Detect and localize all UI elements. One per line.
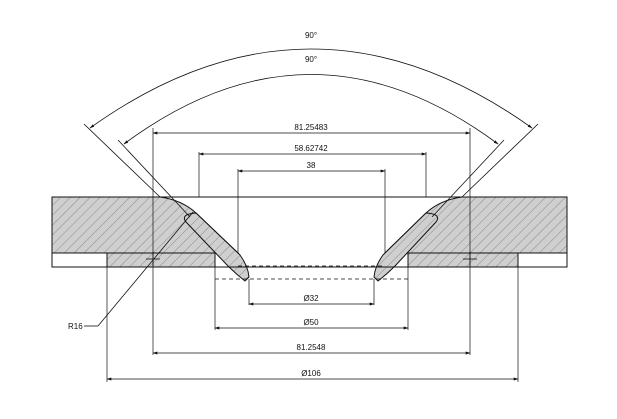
plate-lower-strip-right [517, 252, 568, 268]
label-81-25483: 81.25483 [294, 123, 328, 132]
chamfer-tooth-left [183, 212, 250, 282]
label-81-2548: 81.2548 [297, 343, 326, 352]
label-angle-inner: 90° [305, 55, 317, 64]
angle-dimensions [83, 48, 539, 218]
angle-arc-outer [89, 48, 533, 129]
label-d50: Ø50 [303, 318, 319, 327]
label-r16: R16 [68, 322, 83, 331]
chamfer-tooth-right [373, 212, 439, 282]
plate-lower-hatch-right [407, 252, 519, 268]
radius-leader [84, 211, 194, 327]
label-angle-outer: 90° [305, 31, 317, 40]
label-d32: Ø32 [303, 294, 319, 303]
plate-lower-hatch-left [106, 252, 216, 268]
dimension-labels: 90° 90° 81.25483 58.62742 38 Ø32 Ø50 81.… [68, 31, 328, 378]
label-58-62742: 58.62742 [294, 144, 328, 153]
plate-section [51, 196, 568, 282]
label-38: 38 [307, 161, 316, 170]
plate-lower-strip-left [51, 252, 108, 268]
extension-lines [106, 128, 519, 382]
linear-dimensions [106, 131, 519, 381]
angle-arc-inner [123, 74, 499, 145]
label-d106: Ø106 [301, 369, 321, 378]
